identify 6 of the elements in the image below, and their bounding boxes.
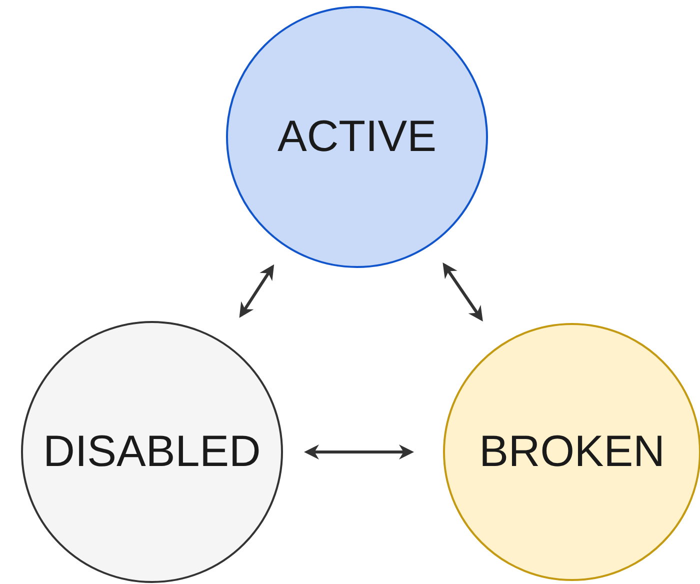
double-arrow [442, 262, 483, 322]
double-arrow [304, 444, 414, 460]
state-label: BROKEN [479, 427, 665, 477]
state-label: DISABLED [43, 427, 261, 477]
state-label: ACTIVE [278, 112, 436, 162]
double-arrow [239, 264, 274, 318]
